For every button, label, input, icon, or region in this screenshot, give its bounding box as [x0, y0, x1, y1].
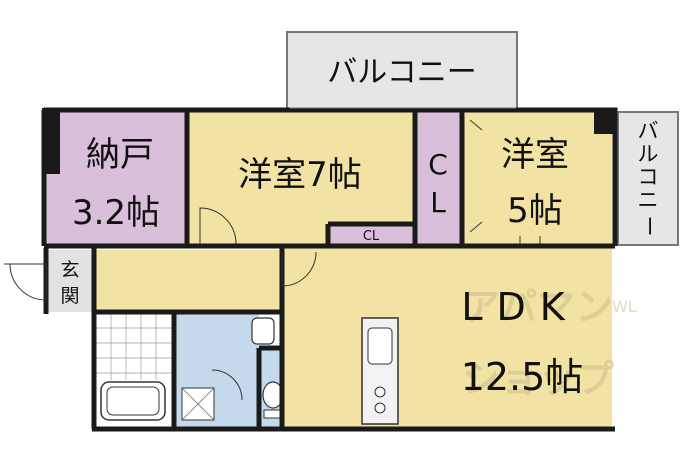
- ldk-label-1: LDK: [461, 285, 578, 329]
- stove-burner-1: [374, 386, 386, 398]
- storage-label-2: 3.2帖: [72, 193, 160, 233]
- western5-label-2: 5帖: [507, 191, 563, 231]
- svg-text:ニ: ニ: [638, 188, 659, 212]
- western-room-5: [462, 112, 612, 244]
- storage-label-1: 納戸: [86, 135, 154, 175]
- storage-room: [46, 112, 187, 244]
- balcony-right: [617, 111, 679, 246]
- kitchen-sink: [367, 327, 393, 365]
- svg-text:コ: コ: [638, 165, 659, 189]
- western5-label-1: 洋室: [501, 135, 569, 175]
- column-right: [594, 108, 616, 134]
- watermark-line2: ショップ: [462, 357, 614, 401]
- closet-small: [328, 224, 414, 244]
- watermark-line1: アパマン: [462, 285, 613, 329]
- closet-large: [415, 112, 462, 244]
- hallway: [92, 250, 282, 312]
- ldk-room: [282, 244, 612, 427]
- bath-tile-grid: [96, 314, 174, 380]
- svg-text:ー: ー: [637, 216, 661, 237]
- ldk-label-2: 12.5帖: [461, 355, 584, 399]
- watermark-tag: WL: [612, 297, 637, 316]
- entrance-label-1: 玄: [60, 259, 79, 281]
- wash-basin: [251, 317, 275, 345]
- balcony-top: [286, 31, 518, 111]
- western7-label: 洋室7帖: [238, 155, 362, 195]
- svg-text:バ: バ: [638, 119, 659, 143]
- entrance: [48, 250, 92, 312]
- column-top-left: [42, 108, 60, 174]
- balcony-right-label: バ ル コ ニ ー: [637, 119, 661, 237]
- balcony-top-label: バルコニー: [327, 55, 476, 90]
- entrance-label-2: 関: [60, 285, 79, 307]
- watermark: アパマン ショップ WL: [462, 285, 637, 401]
- closet-large-label-1: C: [428, 148, 448, 181]
- bathtub: [100, 381, 166, 421]
- svg-text:ル: ル: [638, 142, 659, 166]
- closet-small-label: CL: [363, 229, 380, 244]
- closet-large-label-2: L: [430, 186, 446, 219]
- stove-burner-2: [374, 402, 386, 414]
- door-swings: [4, 119, 541, 401]
